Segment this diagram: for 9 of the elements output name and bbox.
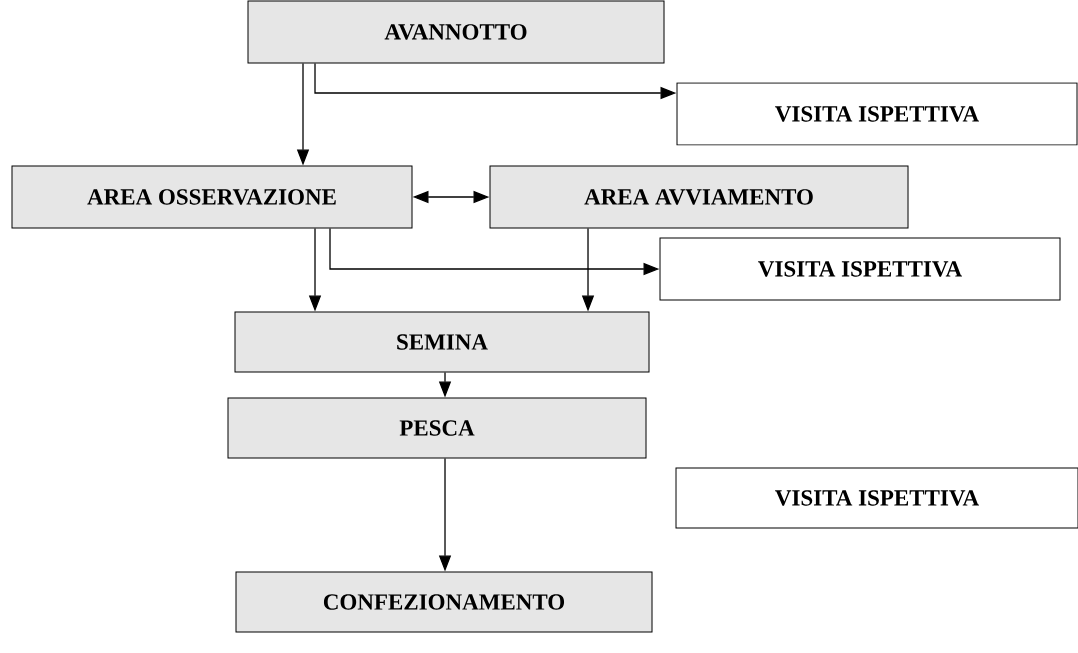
process-box: VISITA ISPETTIVA (675, 467, 1078, 529)
process-box: AREA OSSERVAZIONE (11, 165, 413, 229)
process-box: VISITA ISPETTIVA (676, 82, 1078, 146)
process-box: AREA AVVIAMENTO (489, 165, 909, 229)
process-box: AVANNOTTO (247, 0, 665, 64)
process-box: VISITA ISPETTIVA (659, 237, 1061, 301)
process-box: SEMINA (234, 311, 650, 373)
process-box: PESCA (227, 397, 647, 459)
process-box: CONFEZIONAMENTO (235, 571, 653, 633)
